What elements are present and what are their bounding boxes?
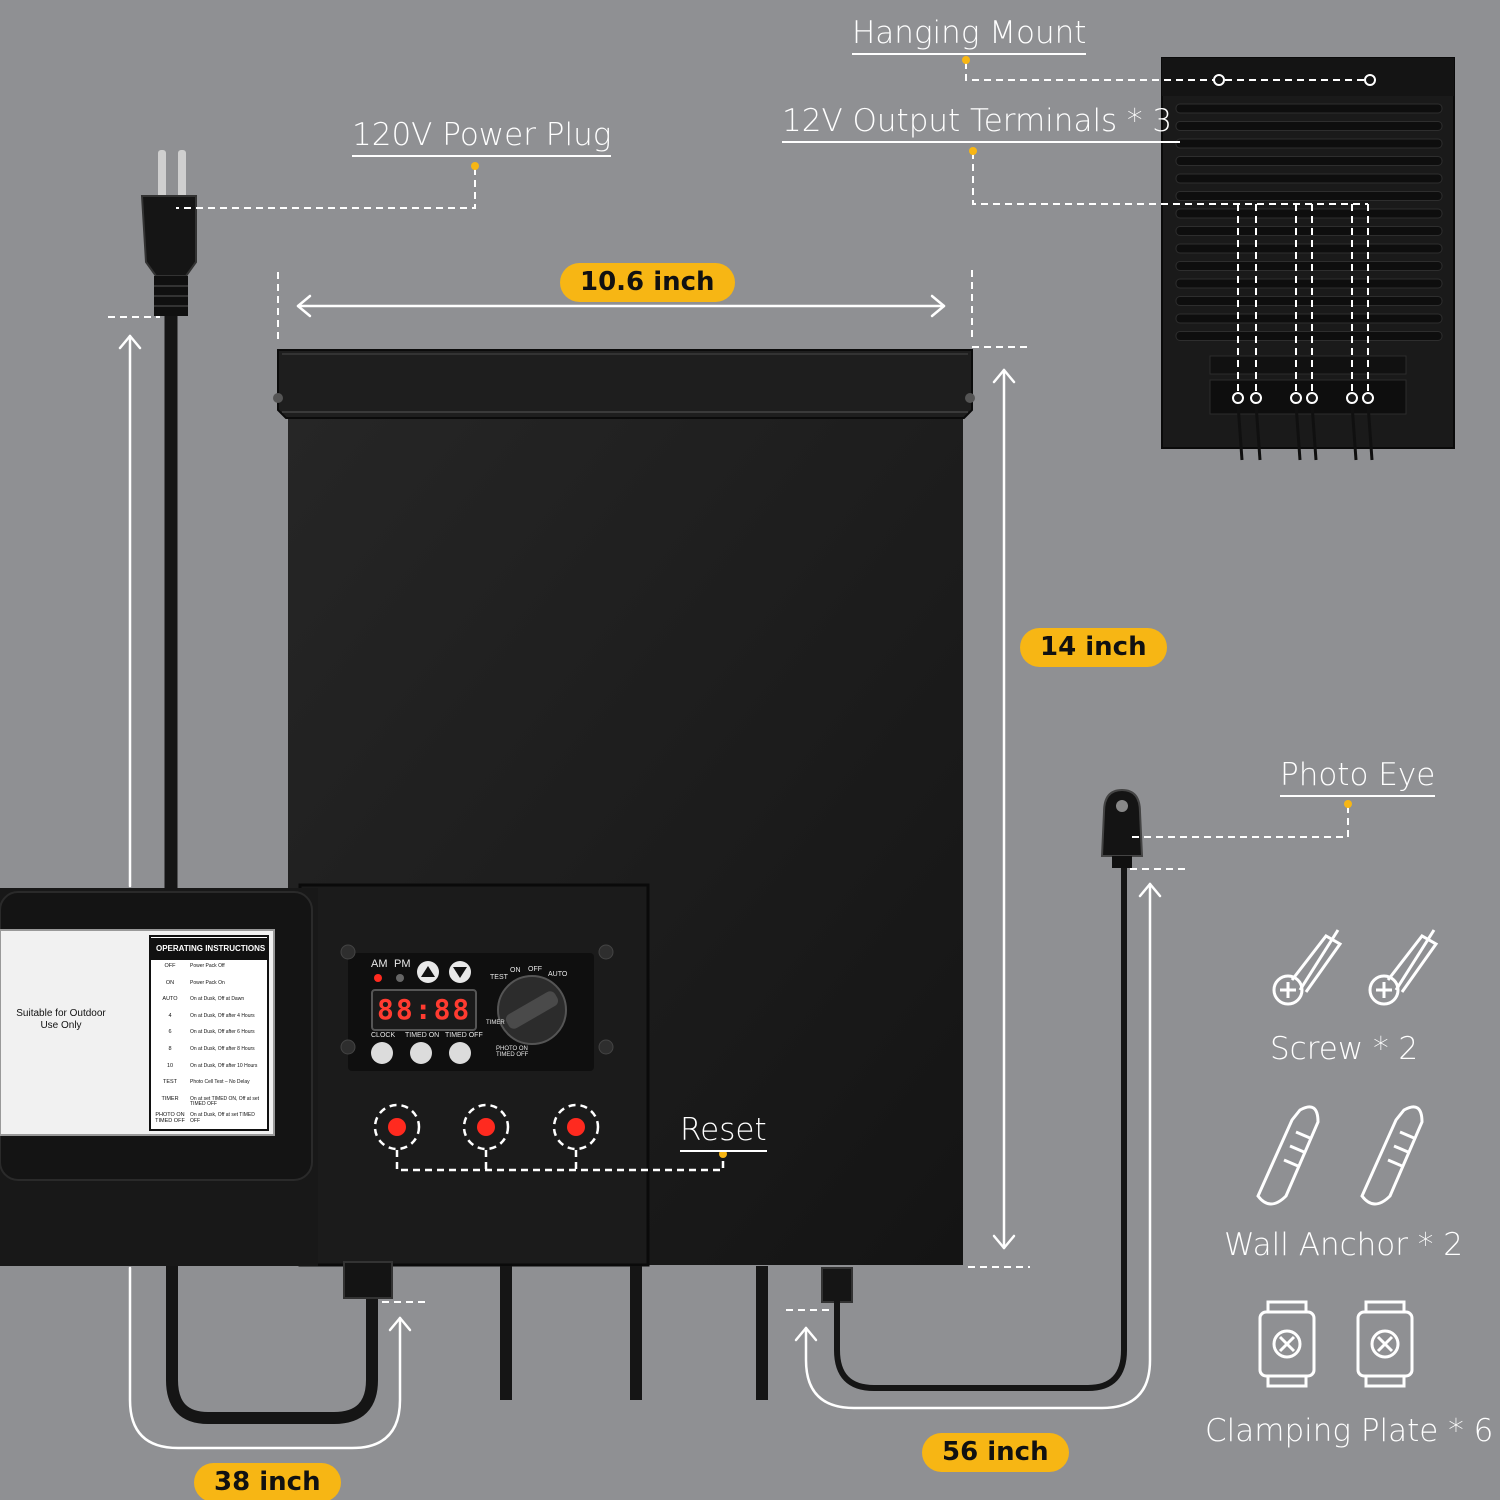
photo-eye-sensor [1100,788,1144,868]
width-dimension-badge: 10.6 inch [560,263,735,302]
timed-on-button-label: TIMED ON [405,1032,440,1039]
vent-slat [1175,226,1443,236]
instruction-description: On at Dusk, Off after 4 Hours [190,1012,255,1019]
vent-slat [1175,296,1443,306]
instruction-description: Power Pack Off [190,963,225,969]
terminal-screw [1362,392,1374,404]
timed-off-button-label: TIMED OFF [445,1032,483,1039]
vent-slat [1175,191,1443,201]
dial-mark-on: ON [510,967,521,974]
clamping-plate-icon [1356,1300,1414,1388]
screw-icon [1272,929,1343,1006]
instruction-description: On at Dusk, Off after 8 Hours [190,1046,255,1052]
vent-slat [1175,156,1443,166]
dial-mark-auto: AUTO [548,971,568,978]
power-plug-label: 120V Power Plug [352,120,612,157]
wall-anchor-label: Wall Anchor * 2 [1224,1227,1463,1263]
callout-lines [108,62,1369,1311]
height-dimension-badge: 14 inch [1020,628,1167,667]
terminal-screw [1346,392,1358,404]
output-terminals-label: 12V Output Terminals * 3 [782,106,1181,143]
terminal-screw [1250,392,1262,404]
vent-slat [1175,261,1443,271]
instruction-description: On at Dusk, Off after 6 Hours [190,1029,255,1036]
instruction-mode: 8 [168,1046,172,1052]
timer-display: 88:88 [377,993,472,1026]
control-section [0,883,650,1267]
instruction-mode: TIMER [161,1095,179,1102]
am-indicator-label: AM [371,958,388,970]
vent-slat [1175,278,1443,289]
clock-button-label: CLOCK [371,1032,396,1039]
instruction-description: Power Pack On [190,979,225,986]
pm-indicator-label: PM [394,958,411,970]
wall-anchor-icon [1360,1105,1424,1206]
terminal-wire [1350,403,1358,461]
outdoor-use-notice: Suitable for Outdoor Use Only [16,1008,106,1031]
vent-slat [1175,103,1443,114]
instruction-mode: ON [165,979,175,986]
terminal-wire [1254,403,1262,461]
clamping-plate-label: Clamping Plate * 6 [1205,1413,1494,1449]
instruction-description: On at set TIMED ON, Off at set TIMED OFF [190,1095,260,1108]
instruction-mode: OFF [164,963,176,969]
dial-mark-timer: TIMER [486,1020,505,1026]
vent-slat [1175,208,1443,219]
instruction-mode: AUTO [162,996,178,1003]
terminal-screw [1290,392,1302,404]
vent-slat [1175,121,1443,131]
instruction-mode: 10 [166,1062,174,1069]
terminal-wire [1366,403,1374,461]
screw-icon [1368,929,1439,1006]
screw-label: Screw * 2 [1270,1031,1419,1067]
wall-anchor-icon [1256,1105,1320,1206]
dimension-arrows [118,294,1162,1450]
instruction-description: On at Dusk, Off at set TIMED OFF [190,1112,255,1124]
reset-buttons [373,1103,725,1172]
terminal-wire [1236,403,1244,461]
terminal-screw [1232,392,1244,404]
instruction-mode: 4 [168,1012,172,1019]
instruction-mode: TEST [162,1079,178,1086]
vent-slat [1175,331,1443,341]
bottom-cords [166,868,1127,1424]
instruction-mode: 6 [168,1029,172,1036]
vent-slat [1175,313,1443,324]
vent-slat [1175,138,1443,149]
back-view-inset [1161,57,1455,461]
instruction-description: Photo Cell Test – No Delay [190,1079,250,1086]
hanging-mount-label: Hanging Mount [852,18,1087,55]
reset-label: Reset [680,1115,767,1152]
terminal-wire [1310,403,1318,461]
photo-eye-cord-length-badge: 56 inch [922,1433,1069,1472]
plug-cord-length-badge: 38 inch [194,1463,341,1500]
instruction-description: On at Dusk, Off after 10 Hours [190,1062,258,1069]
callout-dots [471,56,1352,1158]
dial-mark-photo-on-timed-off: PHOTO ON TIMED OFF [496,1046,529,1058]
terminal-screw [1306,392,1318,404]
dial-mark-off: OFF [528,966,542,973]
photo-eye-label: Photo Eye [1280,760,1436,797]
clamping-plate-icon [1258,1300,1316,1388]
instruction-description: On at Dusk, Off at Dawn [190,996,245,1003]
vent-slat [1175,173,1443,184]
dial-mark-test: TEST [490,974,508,981]
instructions-heading: OPERATING INSTRUCTIONS [156,944,266,953]
terminal-wire [1294,403,1302,461]
power-plug [140,150,197,890]
vent-slat [1175,243,1443,254]
instruction-mode: PHOTO ON TIMED OFF [155,1112,185,1125]
